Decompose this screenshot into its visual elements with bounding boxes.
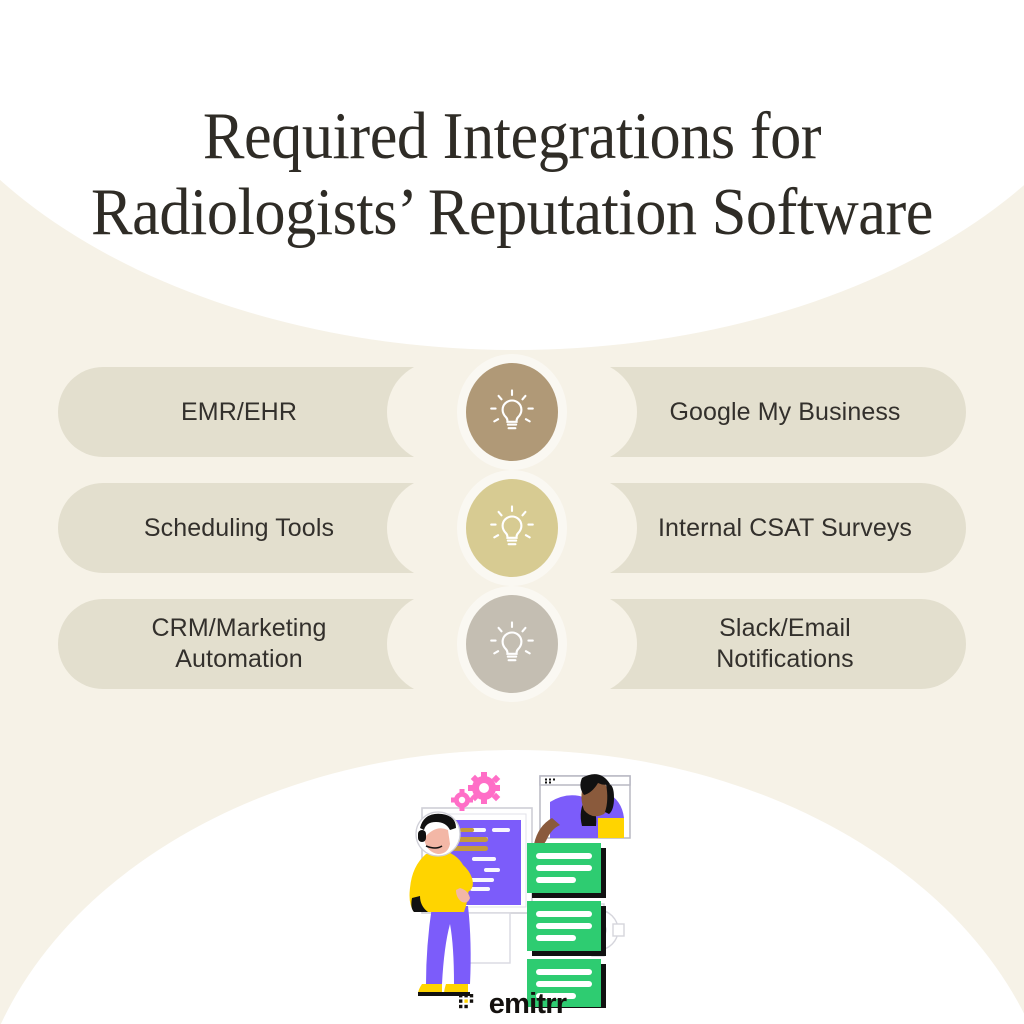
row-badge (466, 479, 558, 577)
lightbulb-icon (489, 619, 535, 669)
integration-pill-right[interactable]: Internal CSAT Surveys (585, 477, 966, 579)
people-configuring-software-illustration (400, 758, 650, 1012)
pill-notch (585, 593, 637, 695)
integration-rows: EMR/EHR Google My Business Sc (0, 361, 1024, 715)
page-title: Required Integrations for Radiologists’ … (91, 99, 933, 249)
integration-row: EMR/EHR Google My Business (0, 361, 1024, 463)
dot-grid-icon (458, 991, 480, 1018)
integration-label: CRM/Marketing Automation (151, 614, 327, 673)
integration-pill-left[interactable]: CRM/Marketing Automation (58, 593, 439, 695)
logo-wordmark: emitrr (488, 988, 567, 1020)
title-block: Required Integrations for Radiologists’ … (0, 98, 1024, 250)
pill-notch (387, 361, 439, 463)
row-badge (466, 363, 558, 461)
integration-row: Scheduling Tools Internal CSAT Surveys (0, 477, 1024, 579)
lightbulb-icon (489, 503, 535, 553)
integration-pill-left[interactable]: Scheduling Tools (58, 477, 439, 579)
pill-notch (585, 361, 637, 463)
pill-notch (387, 593, 439, 695)
integration-label: Internal CSAT Surveys (657, 513, 913, 542)
integration-label: Scheduling Tools (143, 513, 335, 542)
integration-pill-left[interactable]: EMR/EHR (58, 361, 439, 463)
integration-label: Slack/Email Notifications (716, 614, 854, 673)
pill-notch (387, 477, 439, 579)
integration-label: EMR/EHR (181, 397, 297, 426)
pill-notch (585, 477, 637, 579)
integration-label: Google My Business (669, 397, 901, 426)
integration-row: CRM/Marketing Automation Slack/Email Not… (0, 593, 1024, 695)
integration-pill-right[interactable]: Google My Business (585, 361, 966, 463)
lightbulb-icon (489, 387, 535, 437)
integration-pill-right[interactable]: Slack/Email Notifications (585, 593, 966, 695)
row-badge (466, 595, 558, 693)
emitrr-logo: emitrr (0, 990, 1024, 1019)
